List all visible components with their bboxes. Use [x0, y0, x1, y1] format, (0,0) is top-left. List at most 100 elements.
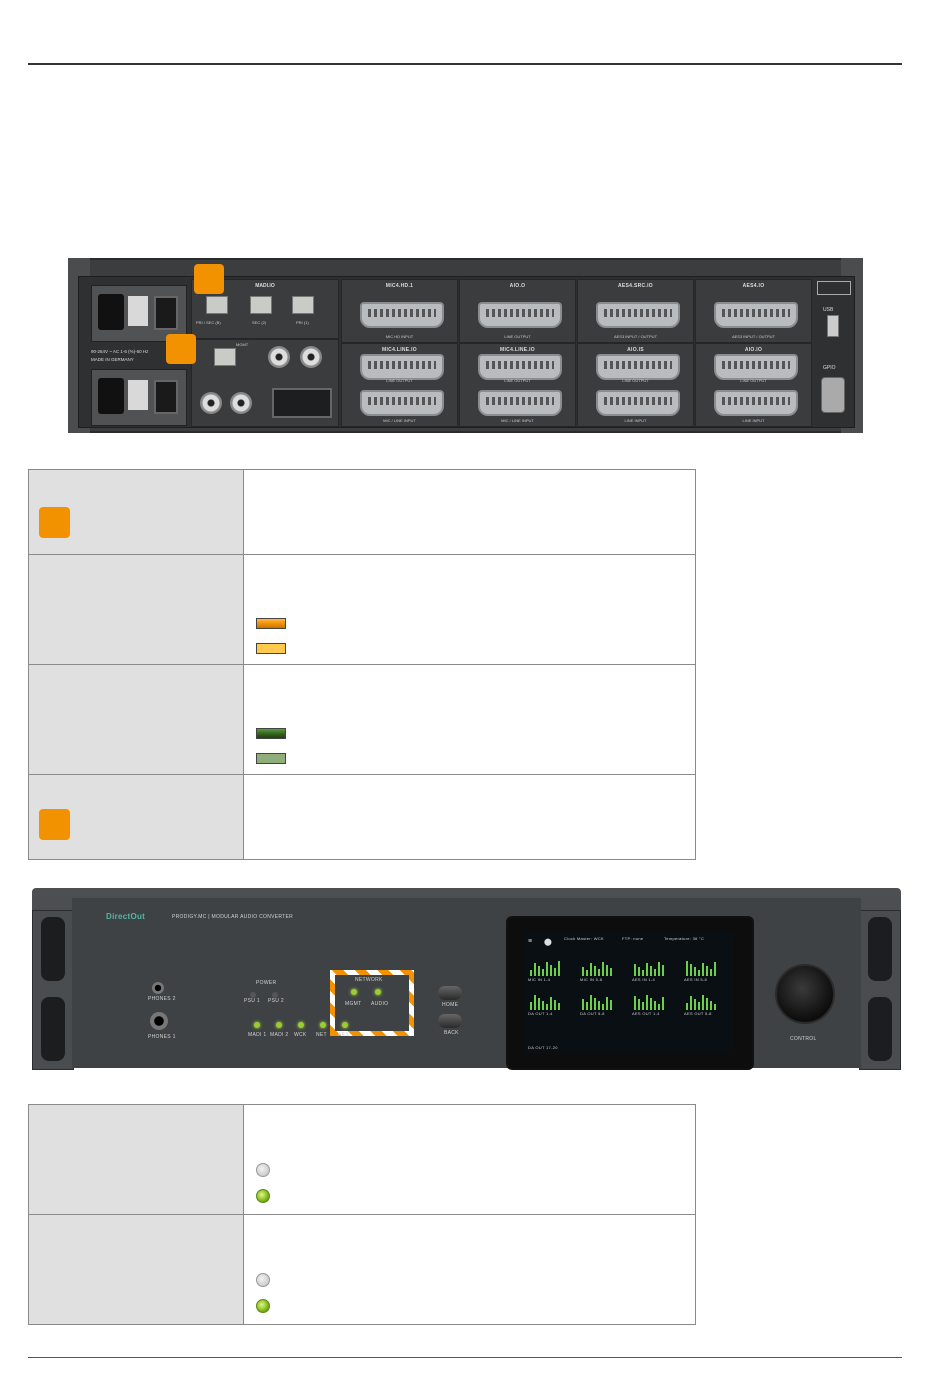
dsub-connector-icon [360, 354, 444, 380]
device-logo-icon: ⬤ [544, 939, 553, 946]
rear-info-table [28, 469, 696, 860]
rear-chassis: 90-264V ~ AC 1-6 (%)-60 Hz MADE IN GERMA… [78, 276, 855, 428]
model-name: PRODIGY.MC | MODULAR AUDIO CONVERTER [172, 914, 294, 920]
usb-port-icon[interactable] [827, 315, 839, 337]
psu-spec-text: 90-264V ~ AC 1-6 (%)-60 Hz [91, 349, 149, 354]
audio-led [375, 989, 381, 995]
power-title: POWER [256, 980, 277, 986]
control-knob[interactable] [775, 964, 835, 1024]
led-on-icon [256, 1299, 270, 1313]
table-row [28, 774, 696, 860]
bnc-connector-icon [200, 392, 222, 414]
table-row [28, 664, 696, 775]
meter-label: DA OUT 17-20 [528, 1045, 558, 1050]
orange-marker [39, 809, 70, 840]
level-meter: DA OUT 17-20 [528, 1020, 566, 1050]
led-green-swatch [256, 728, 286, 739]
gpio-connector-icon [821, 377, 845, 413]
meter-label: MIC IN 5-8 [580, 977, 603, 982]
meter-label: AES OUT 5-8 [684, 1011, 712, 1016]
menu-icon[interactable]: ≡ [528, 938, 533, 945]
rack-handle-icon [41, 917, 65, 981]
led-yellow-swatch [256, 643, 286, 654]
front-panel-image: DirectOut PRODIGY.MC | MODULAR AUDIO CON… [32, 888, 901, 1070]
power-supply-2 [91, 369, 187, 426]
led-off-icon [256, 1273, 270, 1287]
status-led [342, 1022, 348, 1028]
orange-marker [39, 507, 70, 538]
table-row [28, 1104, 696, 1215]
level-meter [580, 1020, 618, 1044]
label-cell [28, 469, 244, 555]
level-meter: DA OUT 1-4 [528, 986, 566, 1016]
power-inlet-icon [98, 294, 124, 330]
bnc-connector-icon [268, 346, 290, 368]
rack-handle-icon [868, 917, 892, 981]
dsub-connector-icon [714, 354, 798, 380]
label-cell [28, 554, 244, 665]
touch-screen[interactable]: ≡ ⬤ Clock Master: WCK FTP: none Temperat… [506, 916, 754, 1070]
front-info-table [28, 1104, 696, 1325]
ethernet-port-icon [292, 296, 314, 314]
madi-bnc-slot: MGMT [191, 339, 339, 427]
value-cell [243, 469, 696, 555]
meter-label: AES IN 1-4 [632, 977, 656, 982]
power-switch-icon [154, 296, 178, 330]
network-title: NETWORK [355, 977, 383, 983]
serial-label [817, 281, 851, 295]
dsub-connector-icon [714, 302, 798, 328]
ethernet-port-icon [206, 296, 228, 314]
value-cell [243, 1214, 696, 1325]
network-highlight-box: NETWORK MGMT AUDIO [330, 970, 414, 1036]
led-orange-swatch [256, 618, 286, 629]
meter-label: MIC IN 1-4 [528, 977, 551, 982]
meter-display: ≡ ⬤ Clock Master: WCK FTP: none Temperat… [524, 932, 734, 1054]
status-led [276, 1022, 282, 1028]
level-meter: AES OUT 5-8 [684, 986, 722, 1016]
level-meter: AES IN 1-4 [632, 952, 670, 982]
rack-ear-left [32, 910, 74, 1070]
back-button[interactable] [438, 1014, 462, 1028]
led-off-icon [256, 1163, 270, 1177]
ethernet-port-icon [250, 296, 272, 314]
meter-label: DA OUT 5-8 [580, 1011, 605, 1016]
label-cell [28, 664, 244, 775]
value-cell [243, 1104, 696, 1215]
led-lightgreen-swatch [256, 753, 286, 764]
made-in-text: MADE IN GERMANY [91, 357, 134, 362]
front-chassis: DirectOut PRODIGY.MC | MODULAR AUDIO CON… [72, 898, 861, 1070]
psu1-led [250, 992, 256, 998]
table-row [28, 1214, 696, 1325]
led-on-icon [256, 1189, 270, 1203]
power-switch-icon [154, 380, 178, 414]
status-led [254, 1022, 260, 1028]
dsub-connector-icon [478, 302, 562, 328]
meter-label: AES IN 5-8 [684, 977, 708, 982]
home-button[interactable] [438, 986, 462, 1000]
callout-marker-2 [166, 334, 196, 364]
status-led [320, 1022, 326, 1028]
sfp-port-icon [272, 388, 332, 418]
value-cell [243, 554, 696, 665]
rear-panel-image: 90-264V ~ AC 1-6 (%)-60 Hz MADE IN GERMA… [68, 258, 863, 433]
label-cell [28, 774, 244, 860]
table-row [28, 469, 696, 555]
level-meter: MIC IN 5-8 [580, 952, 618, 982]
dsub-connector-icon [360, 390, 444, 416]
headphone-jack-icon[interactable] [150, 1012, 168, 1030]
headphone-jack-icon[interactable] [152, 982, 164, 994]
brand-logo: DirectOut [106, 912, 146, 921]
status-led [298, 1022, 304, 1028]
level-meter [632, 1020, 670, 1044]
rack-handle-icon [868, 997, 892, 1061]
rack-ear-right [859, 910, 901, 1070]
label-cell [28, 1214, 244, 1325]
mgmt-port-icon [214, 348, 236, 366]
